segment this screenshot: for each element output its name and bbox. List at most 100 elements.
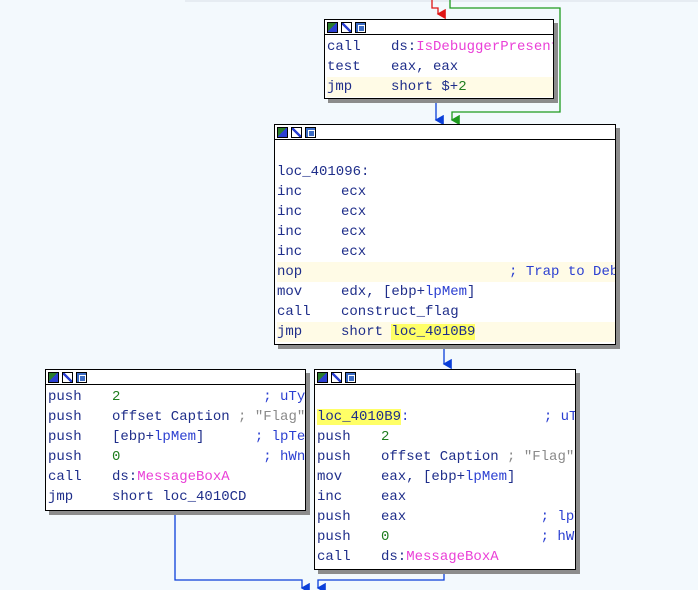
mnemonic[interactable]: jmp [277, 324, 303, 340]
instruction-line[interactable]: nop ; Trap to Debugger [277, 262, 615, 282]
operand-api[interactable]: MessageBoxA [137, 469, 230, 485]
mnemonic[interactable]: mov [317, 469, 343, 485]
mnemonic[interactable]: jmp [48, 489, 74, 505]
color-icon[interactable] [317, 371, 328, 383]
graph-icon[interactable] [305, 126, 316, 138]
mnemonic[interactable]: call [48, 469, 82, 485]
mnemonic[interactable]: call [327, 39, 361, 55]
edge-red-in [431, 0, 446, 20]
operand-sym[interactable]: lpMem [425, 284, 468, 300]
instruction-line[interactable]: push 0 ; hWnd [317, 527, 575, 547]
mnemonic[interactable]: push [48, 429, 82, 445]
graph-icon[interactable] [345, 371, 356, 383]
instruction-line[interactable]: push offset Caption ; "Flag" [317, 447, 575, 467]
mnemonic[interactable]: inc [277, 204, 303, 220]
mnemonic[interactable]: inc [277, 224, 303, 240]
instruction-line[interactable]: call ds:IsDebuggerPresent [327, 37, 553, 57]
edge-green-loop [449, 0, 561, 126]
mnemonic[interactable]: push [48, 449, 82, 465]
instruction-line[interactable]: call ds:MessageBoxA [48, 467, 305, 487]
block-header [315, 370, 575, 385]
mnemonic[interactable]: call [317, 549, 351, 565]
color-icon[interactable] [48, 371, 59, 383]
edge-block3-out [174, 512, 310, 590]
mnemonic[interactable]: push [48, 389, 82, 405]
mnemonic[interactable]: push [317, 529, 351, 545]
mnemonic[interactable]: inc [317, 489, 343, 505]
mnemonic[interactable]: call [277, 304, 311, 320]
operand-num: 0 [381, 529, 390, 545]
operand-ops: ds: [112, 469, 138, 485]
blank-line[interactable] [277, 142, 615, 162]
blank-line[interactable] [317, 387, 575, 407]
operand-lblhl[interactable]: loc_4010B9 [391, 324, 476, 340]
mnemonic[interactable]: inc [277, 244, 303, 260]
instruction-line[interactable]: call ds:MessageBoxA [317, 547, 575, 567]
operand-api[interactable]: MessageBoxA [406, 549, 499, 565]
operand-num: 0 [112, 449, 121, 465]
operand-cmt: ; hWnd [389, 529, 576, 545]
edit-icon[interactable] [291, 126, 302, 138]
operand-cmt: ; lpText [254, 429, 306, 445]
mnemonic[interactable]: push [317, 429, 351, 445]
operand-ops: ds: [381, 549, 407, 565]
operand-ops: ecx [341, 224, 367, 240]
code-label-line[interactable]: loc_4010B9: ; uType [317, 407, 575, 427]
edit-icon[interactable] [341, 21, 352, 33]
code-label[interactable]: loc_401096: [277, 164, 370, 180]
operand-sym[interactable]: lpMem [154, 429, 197, 445]
mnemonic[interactable]: test [327, 59, 361, 75]
instruction-line[interactable]: inc ecx [277, 222, 615, 242]
operand-cmt: ; Trap to Debugger [509, 264, 615, 280]
operand-ops: short [341, 324, 392, 340]
operand-ops: offset Caption [112, 409, 239, 425]
operand-str: ; "Flag" [507, 449, 575, 465]
mnemonic[interactable]: inc [277, 184, 303, 200]
instruction-line[interactable]: jmp short loc_4010B9 [277, 322, 615, 342]
edit-icon[interactable] [331, 371, 342, 383]
operand-ops: offset Caption [381, 449, 508, 465]
graph-icon[interactable] [76, 371, 87, 383]
code-label-highlighted[interactable]: loc_4010B9 [317, 409, 402, 425]
mnemonic[interactable]: jmp [327, 79, 353, 95]
mnemonic[interactable]: push [48, 409, 82, 425]
mnemonic[interactable]: mov [277, 284, 303, 300]
code-block-loc-4010b9[interactable]: loc_4010B9: ; uTypepush2pushoffset Capti… [314, 369, 576, 570]
color-icon[interactable] [327, 21, 338, 33]
operand-num: 2 [458, 79, 467, 95]
instruction-line[interactable]: push[ebp+lpMem] ; lpText [48, 427, 305, 447]
operand-ops: ds: [391, 39, 417, 55]
operand-sym[interactable]: lpMem [465, 469, 508, 485]
mnemonic[interactable]: nop [277, 264, 303, 280]
mnemonic[interactable]: push [317, 449, 351, 465]
operand-ops: ] [196, 429, 205, 445]
code-label-line[interactable]: loc_401096: [277, 162, 615, 182]
edit-icon[interactable] [62, 371, 73, 383]
color-icon[interactable] [277, 126, 288, 138]
block-header [275, 125, 615, 140]
label-tail: : ; uType [401, 409, 576, 425]
graph-icon[interactable] [355, 21, 366, 33]
operand-api[interactable]: IsDebuggerPresent [416, 39, 554, 55]
mnemonic[interactable]: push [317, 509, 351, 525]
